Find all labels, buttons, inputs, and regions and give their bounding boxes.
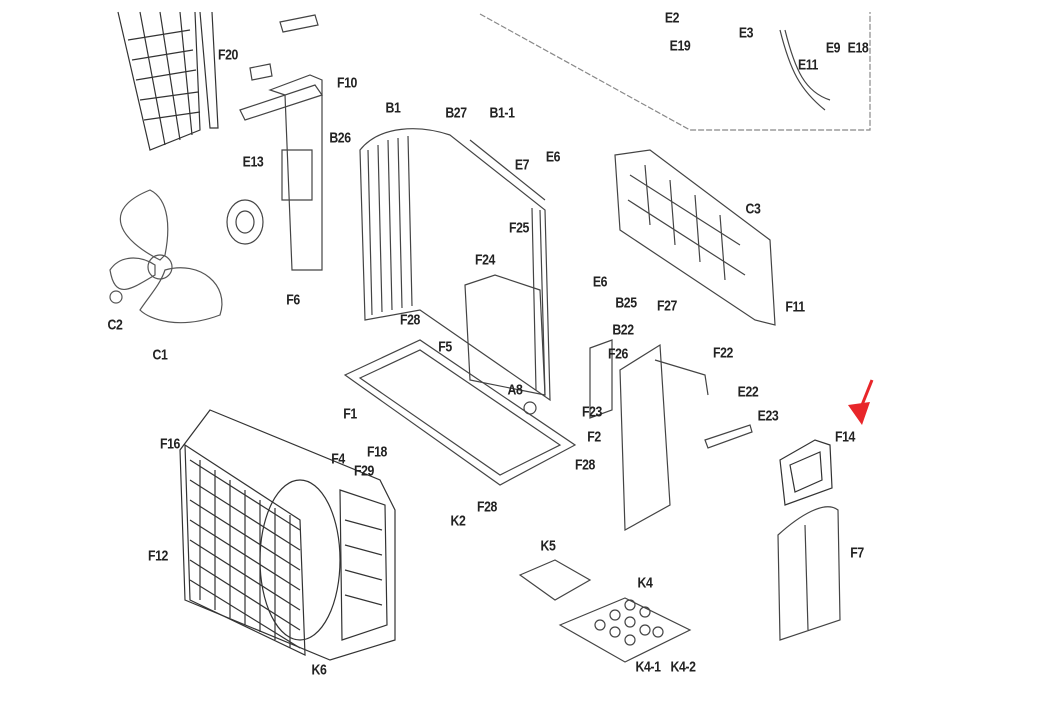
label-e19: E19 [669, 37, 691, 55]
label-f7: F7 [850, 544, 864, 562]
label-b1: B1 [385, 99, 401, 117]
label-f6: F6 [286, 291, 300, 309]
highlight-arrow [848, 379, 874, 425]
label-f16: F16 [160, 435, 180, 453]
label-f18: F18 [367, 443, 387, 461]
label-e9: E9 [825, 39, 841, 57]
label-f5: F5 [438, 338, 452, 356]
label-f10: F10 [337, 74, 357, 92]
label-f26: F26 [608, 345, 628, 363]
front-panel [179, 409, 396, 661]
label-k4-1: K4-1 [635, 658, 661, 676]
label-f28-2: F28 [575, 456, 595, 474]
fan-blade [109, 189, 223, 324]
label-f4: F4 [331, 450, 345, 468]
fan-motor [226, 199, 264, 245]
label-k4: K4 [637, 574, 653, 592]
f14-service-cover [779, 439, 833, 506]
label-k4-2: K4-2 [670, 658, 696, 676]
label-e6-2: E6 [592, 273, 608, 291]
side-valve-plate [589, 339, 709, 532]
label-e2: E2 [664, 9, 680, 27]
label-e13: E13 [242, 153, 264, 171]
label-f12: F12 [148, 547, 168, 565]
label-c3: C3 [745, 200, 761, 218]
label-e22: E22 [737, 383, 759, 401]
label-e23: E23 [757, 407, 779, 425]
e11-wiring [779, 29, 831, 111]
label-f23: F23 [582, 403, 602, 421]
k4-cap-pack [558, 597, 692, 663]
label-e7: E7 [514, 156, 530, 174]
label-c2: C2 [107, 316, 123, 334]
label-k6: K6 [311, 661, 327, 679]
label-f22: F22 [713, 344, 733, 362]
base-pan [343, 339, 577, 486]
label-f14: F14 [835, 428, 855, 446]
terminal-block [704, 424, 753, 449]
label-e11: E11 [798, 56, 818, 74]
label-f11: F11 [785, 298, 805, 316]
sub-assembly-boundary [479, 12, 871, 131]
label-b26: B26 [329, 129, 351, 147]
f7-side-cover [777, 506, 841, 641]
label-f29: F29 [354, 462, 374, 480]
label-e3: E3 [738, 24, 754, 42]
heat-exchanger-coil [359, 128, 551, 402]
label-e18: E18 [847, 39, 869, 57]
top-panel [614, 149, 776, 326]
partition-plate [464, 274, 546, 396]
label-b1-1: B1-1 [489, 104, 515, 122]
label-f28-3: F28 [477, 498, 497, 516]
label-f27: F27 [657, 297, 677, 315]
label-e6: E6 [545, 148, 561, 166]
label-f28: F28 [400, 311, 420, 329]
k5-screw-pack [518, 559, 592, 601]
label-b22: B22 [612, 321, 634, 339]
motor-bracket [239, 14, 323, 271]
label-c1: C1 [152, 346, 168, 364]
label-k2: K2 [450, 512, 466, 530]
label-f25: F25 [509, 219, 529, 237]
fan-nut [109, 290, 123, 304]
label-f1: F1 [343, 405, 357, 423]
label-f2: F2 [587, 428, 601, 446]
label-f24: F24 [475, 251, 495, 269]
label-b27: B27 [445, 104, 467, 122]
label-f20: F20 [218, 46, 238, 64]
label-b25: B25 [615, 294, 637, 312]
label-k5: K5 [540, 537, 556, 555]
side-grille [117, 11, 219, 151]
label-a8: A8 [507, 381, 523, 399]
